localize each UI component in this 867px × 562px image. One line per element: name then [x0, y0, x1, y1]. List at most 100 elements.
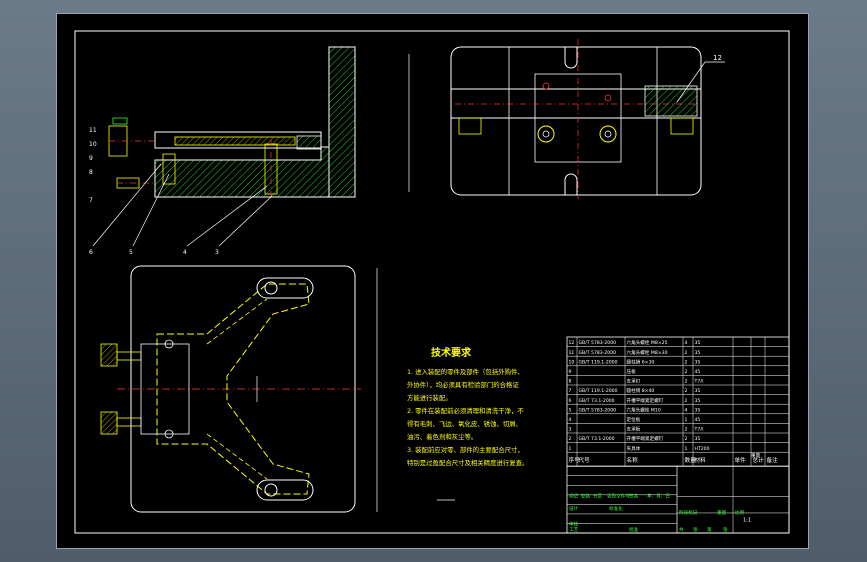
side-section-view: 11 10 9 8 7 6 5 4 3: [89, 46, 356, 256]
bom-cell: 1: [685, 446, 688, 452]
bom-cell: 支承板: [627, 426, 641, 433]
bottom-balloon: 6: [89, 249, 93, 256]
bom-header-weight: 重量: [751, 452, 761, 459]
bom-cell: 35: [695, 407, 701, 413]
bom-cell: GB/T 5783-2000: [579, 340, 617, 346]
bom-cell: 8: [569, 379, 572, 385]
title-block-label: 阶段标记: [679, 509, 698, 516]
end-view: 12: [408, 39, 725, 199]
title-block-label: 标准化: [609, 505, 623, 512]
bom-cell: 夹具体: [627, 445, 641, 452]
side-screw-left: [458, 117, 482, 135]
bom-cell: 六角头螺栓 M8×25: [627, 339, 668, 346]
bom-header-cell: 单件: [735, 456, 747, 464]
bom-cell: 2: [569, 436, 572, 442]
bom-cell: 六角头螺栓 M10: [627, 406, 661, 413]
bom-cell: 2: [685, 369, 688, 375]
side-balloon: 9: [89, 155, 93, 162]
fixture-wall: [328, 46, 356, 198]
bom-cell: 圆柱销 8×40: [627, 387, 655, 394]
fixture-base-section: [154, 146, 330, 198]
bracket-hole-1: [164, 339, 174, 349]
end-block: [296, 135, 322, 150]
workpiece-inner-lines: [206, 298, 268, 480]
pin-hole-right: [599, 125, 617, 143]
side-balloon: 8: [89, 169, 93, 176]
title-block-label: 签名: [629, 493, 638, 500]
bom-cell: 2: [685, 350, 688, 356]
bom-cell: 11: [569, 350, 575, 356]
workpiece-section: [174, 136, 296, 146]
small-hole-2: [604, 94, 612, 102]
bom-cell: 12: [569, 340, 575, 346]
bom-cell: 2: [685, 427, 688, 433]
leader-6: [92, 163, 162, 247]
bom-cell: GB/T 5783-2000: [579, 350, 617, 356]
requirement-line: 外协件），均必须具有检验部门的合格证: [407, 380, 519, 389]
requirement-line: 特别是过盈配合尺寸及相关精度进行复查。: [407, 458, 528, 467]
technical-requirements: 技术要求 1. 进入装配的零件及部件（包括外购件、外协件），均必须具有检验部门的…: [407, 346, 528, 467]
bom-cell: T7A: [694, 427, 705, 433]
bom-cell: GB/T 119.1-2000: [579, 359, 618, 365]
bom-cell: 圆柱销 6×30: [627, 358, 655, 365]
title-block-label: 批准: [629, 526, 639, 533]
bom-cell: 4: [685, 407, 688, 413]
bottom-balloon: 4: [183, 249, 187, 256]
bom-cell: 开槽平端紧定螺钉: [627, 397, 664, 404]
bom-cell: GB/T 73.1-2000: [579, 398, 615, 404]
title-block-label: 共: [679, 526, 684, 533]
clamp-section: [644, 85, 698, 117]
requirement-line: 3. 装配前应对零、部件的主要配合尺寸，: [407, 445, 524, 454]
bom-cell: 1: [685, 417, 688, 423]
title-block-label: 处数: [581, 493, 591, 500]
title-block-label: 年、月、日: [647, 493, 670, 500]
screw-head: [112, 117, 128, 125]
requirement-line: 方能进行装配。: [407, 393, 452, 402]
bom-cell: 定位板: [627, 416, 641, 423]
screw-shank-top: [116, 351, 142, 361]
bom-header-cell: 数量: [685, 456, 697, 464]
bom-cell: 5: [569, 407, 572, 413]
bom-header-cell: 名称: [627, 456, 639, 464]
side-screw-right: [670, 117, 694, 135]
leader-12: [676, 61, 706, 103]
drawing-sheet: 11 10 9 8 7 6 5 4 3 12: [56, 13, 809, 549]
pin-hole-right-inner: [604, 130, 612, 138]
knurled-screw-top: [100, 343, 118, 367]
leader-3: [218, 195, 273, 247]
end-boss-top: [256, 277, 314, 299]
top-slot: [564, 47, 578, 69]
section-bolt-1: [162, 153, 176, 185]
base-plate-outline: [130, 265, 356, 513]
bom-cell: 7: [569, 388, 572, 394]
bom-cell: GB/T 5783-2000: [579, 407, 617, 413]
requirements-title: 技术要求: [431, 346, 472, 359]
workpiece-outline: [156, 283, 310, 495]
bom-cell: 2: [685, 359, 688, 365]
requirement-line: 1. 进入装配的零件及部件（包括外购件、: [407, 367, 524, 376]
side-balloon: 11: [89, 127, 97, 134]
small-hole: [542, 82, 550, 90]
requirement-line: 2. 零件在装配前必须清理和清洗干净，不: [407, 406, 524, 415]
knurled-screw-bottom: [100, 411, 118, 435]
bracket-hole-2: [164, 429, 174, 439]
bom-header-cell: 代号: [579, 456, 591, 464]
bom-header-cell: 序号: [569, 456, 581, 464]
side-balloon: 7: [89, 197, 93, 204]
bom-cell: 4: [685, 340, 688, 346]
title-block-label: 比例: [735, 509, 745, 516]
bom-cell: 4: [569, 417, 572, 423]
bottom-balloon: 5: [129, 249, 133, 256]
bom-cell: 35: [695, 388, 701, 394]
requirements-list: 1. 进入装配的零件及部件（包括外购件、外协件），均必须具有检验部门的合格证方能…: [407, 367, 528, 467]
bom-cell: 35: [695, 340, 701, 346]
bom-cell: 35: [695, 436, 701, 442]
title-block: 标记处数分区更改文件号签名年、月、日设计标准化审核工艺批准阶段标记重量比例共张第…: [566, 465, 790, 534]
bom-cell: 3: [569, 427, 572, 433]
bom-cell: GB/T 73.1-2000: [579, 436, 615, 442]
bottom-slot: [564, 173, 578, 195]
bom-cell: HT200: [695, 446, 710, 452]
inner-border: [74, 30, 790, 534]
center-block: [508, 46, 658, 196]
